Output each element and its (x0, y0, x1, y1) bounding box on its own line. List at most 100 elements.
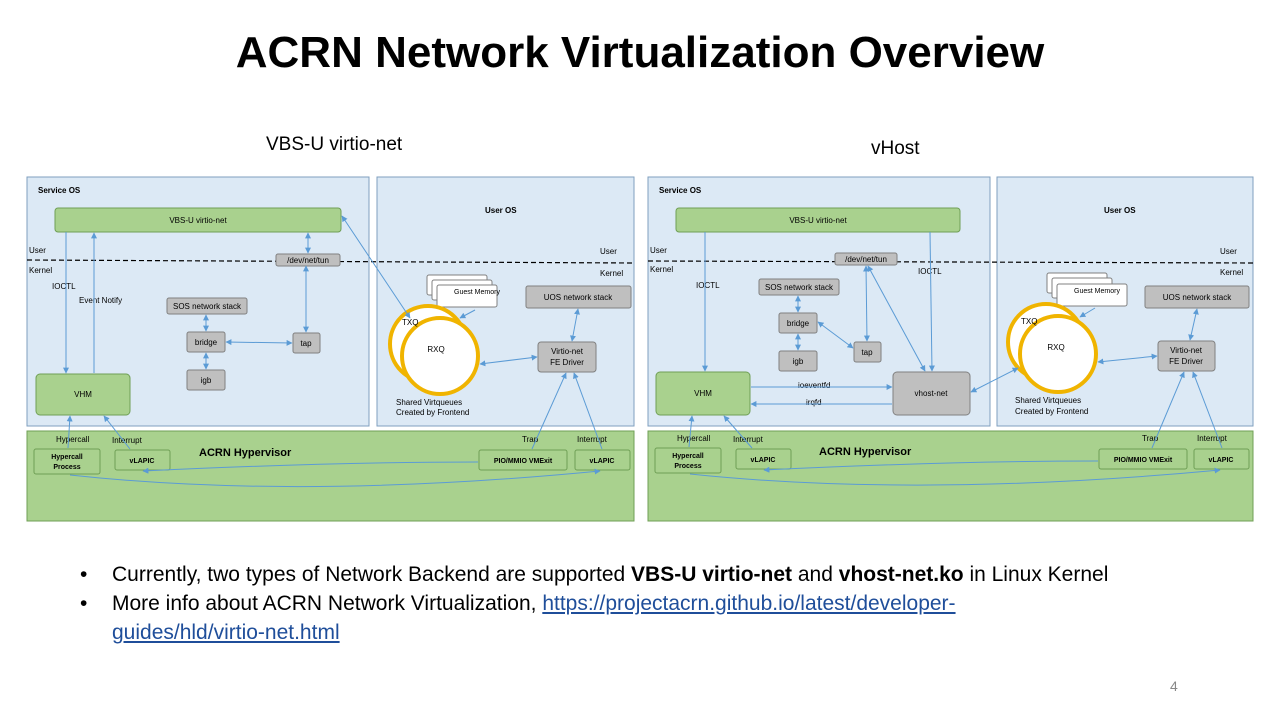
slide-title: ACRN Network Virtualization Overview (235, 28, 1045, 77)
right-diagram: Service OS User OS User Kernel User Kern… (647, 176, 1254, 522)
right-arrow-vq-fe (1097, 353, 1158, 365)
virtio-net-doc-link[interactable]: https://projectacrn.github.io/latest/dev… (112, 592, 956, 644)
architecture-diagram: Service OS User OS User Kernel User Kern… (26, 176, 1254, 522)
left-vlapic-uos-label: vLAPIC (590, 458, 615, 465)
left-user-os-label: User OS (485, 206, 517, 215)
bullet-1-post: in Linux Kernel (963, 563, 1109, 586)
right-bridge-label: bridge (787, 319, 810, 328)
bullet-dot: • (80, 592, 88, 615)
left-hypercall-process-line2: Process (53, 464, 80, 471)
left-bridge-box (186, 331, 226, 353)
right-shared-vq-line1: Shared Virtqueues (1015, 396, 1081, 405)
left-service-os-label: Service OS (38, 186, 81, 195)
left-vlapic-uos-box (574, 449, 631, 471)
right-arrow-interrupt (723, 415, 753, 449)
right-interrupt-label-uos: Interrupt (1197, 434, 1228, 443)
left-interrupt-label: Interrupt (112, 436, 143, 445)
bullet-text-2: More info about ACRN Network Virtualizat… (112, 589, 1072, 647)
right-fe-driver-line2: FE Driver (1169, 357, 1203, 366)
right-shared-vq-line2: Created by Frontend (1015, 407, 1088, 416)
left-uos-stack-box (525, 285, 632, 309)
left-diagram: Service OS User OS User Kernel User Kern… (26, 176, 635, 522)
left-arrow-bridge-tap (225, 339, 293, 346)
right-uos-stack-box (1144, 285, 1250, 309)
bullet-1-bold-vbs: VBS-U virtio-net (631, 563, 793, 586)
left-ioctl-label: IOCTL (52, 282, 76, 291)
right-vhost-net-label: vhost-net (915, 389, 949, 398)
left-vbs-label: VBS-U virtio-net (169, 216, 227, 225)
bullet-2-pre: More info about ACRN Network Virtualizat… (112, 592, 543, 615)
right-arrow-hv-lower (689, 467, 1221, 486)
right-hypercall-process-line1: Hypercall (672, 453, 704, 460)
left-vmexit-box (478, 449, 568, 471)
right-user-label-uos: User (1220, 247, 1237, 256)
right-arrow-stack-fe (1188, 308, 1199, 341)
left-arrow-interrupt-uos (573, 372, 603, 450)
bullet-dot: • (80, 563, 88, 586)
right-arrow-trap (1151, 371, 1185, 449)
right-hypervisor-panel (647, 430, 1254, 522)
bullet-1-mid: and (792, 563, 839, 586)
bullet-item-1: • Currently, two types of Network Backen… (80, 560, 1200, 589)
right-uos-stack-label: UOS network stack (1163, 293, 1232, 302)
right-ioctl-label: IOCTL (696, 281, 720, 290)
right-hypercall-label: Hypercall (677, 434, 711, 443)
left-arrow-mem-vq (459, 309, 476, 319)
right-user-label: User (650, 246, 667, 255)
right-fe-driver-box (1157, 340, 1216, 372)
left-guest-memory-box (436, 284, 498, 308)
left-vlapic-label: vLAPIC (130, 458, 155, 465)
left-vbs-box (54, 207, 342, 233)
right-vhm-label: VHM (694, 389, 712, 398)
left-arrow-vbs-vq (341, 215, 411, 319)
right-vlapic-uos-box (1193, 448, 1250, 470)
left-vhm-box (35, 373, 131, 416)
right-arrow-hv-upper (763, 460, 1099, 473)
right-vlapic-label: vLAPIC (751, 457, 776, 464)
right-bridge-box (778, 312, 818, 334)
right-guest-memory-label: Guest Memory (1074, 288, 1120, 295)
right-igb-label: igb (793, 357, 804, 366)
left-user-label: User (29, 246, 46, 255)
right-rxq-label: RXQ (1047, 343, 1064, 352)
bullet-list: • Currently, two types of Network Backen… (80, 560, 1200, 647)
left-guest-memory-label: Guest Memory (454, 289, 500, 296)
left-shared-vq-line1: Shared Virtqueues (396, 398, 462, 407)
right-dev-tun-label: /dev/net/tun (845, 255, 887, 264)
left-txq-label: TXQ (402, 318, 418, 327)
right-sos-stack-box (758, 278, 840, 296)
right-ioeventfd-label: ioeventfd (798, 381, 830, 390)
page-number: 4 (1170, 678, 1178, 694)
left-fe-driver-line2: FE Driver (550, 358, 584, 367)
right-dev-tun-box (834, 252, 898, 266)
left-arrow-hv-lower (69, 468, 601, 488)
right-trap-label: Trap (1142, 434, 1159, 443)
right-user-os-label: User OS (1104, 206, 1136, 215)
right-service-os-label: Service OS (659, 186, 702, 195)
left-diagram-heading: VBS-U virtio-net (266, 134, 403, 155)
right-vlapic-uos-label: vLAPIC (1209, 457, 1234, 464)
left-dev-tun-label: /dev/net/tun (287, 256, 329, 265)
left-igb-label: igb (201, 376, 212, 385)
right-ioctl-label-2: IOCTL (918, 267, 942, 276)
right-vbs-box (675, 207, 961, 233)
left-vhm-label: VHM (74, 390, 92, 399)
bullet-1-bold-vhost: vhost-net.ko (838, 563, 964, 586)
right-vbs-label: VBS-U virtio-net (789, 216, 847, 225)
left-kernel-label-uos: Kernel (600, 269, 623, 278)
left-arrow-trap (531, 372, 567, 450)
right-arrow-tun-tap (863, 265, 870, 342)
left-rxq-ring (400, 316, 480, 396)
left-uos-stack-label: UOS network stack (544, 293, 613, 302)
right-irqfd-label: irqfd (806, 398, 822, 407)
bullet-item-2: • More info about ACRN Network Virtualiz… (80, 589, 1200, 647)
left-sos-stack-box (166, 297, 248, 315)
left-tap-box (292, 332, 321, 354)
left-arrow-hypercall (66, 415, 73, 449)
left-arrow-vq-fe (479, 354, 538, 367)
right-user-kernel-divider (647, 260, 1254, 264)
left-arrows (63, 215, 603, 488)
right-vmexit-label: PIO/MMIO VMExit (1114, 457, 1173, 464)
right-arrow-bridge-tap (817, 321, 854, 349)
left-arrow-interrupt (103, 415, 131, 450)
